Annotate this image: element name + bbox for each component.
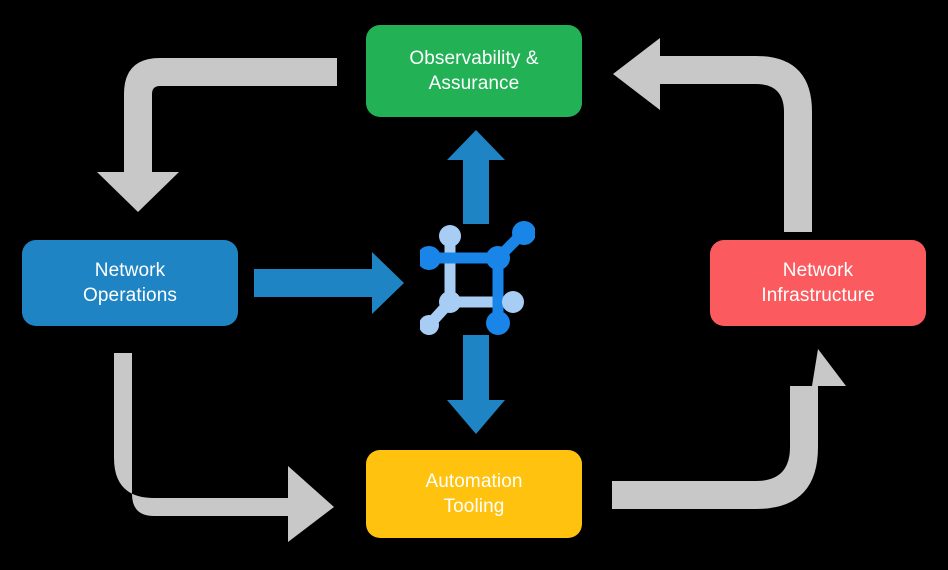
node-box-operations[interactable]: Network Operations	[22, 240, 238, 326]
gray-arrow-infrastructure-to-observability	[613, 38, 812, 232]
node-label-operations: Network Operations	[83, 259, 177, 306]
blue-arrow-center-to-observability	[447, 130, 505, 224]
network-mesh-dark-nodes	[420, 221, 535, 335]
network-mesh-icon	[420, 221, 535, 335]
node-label-automation: Automation Tooling	[425, 470, 523, 517]
gray-arrow-observability-to-operations	[97, 58, 337, 212]
node-box-infrastructure[interactable]: Network Infrastructure	[710, 240, 926, 326]
network-mesh-light-nodes	[420, 225, 524, 335]
gray-arrow-automation-to-infrastructure	[612, 349, 846, 509]
node-label-observability: Observability & Assurance	[409, 47, 539, 94]
blue-arrow-center-to-automation	[447, 335, 505, 434]
node-box-observability[interactable]: Observability & Assurance	[366, 25, 582, 117]
blue-arrow-operations-to-center	[254, 252, 404, 314]
node-label-infrastructure: Network Infrastructure	[761, 259, 875, 306]
node-box-automation[interactable]: Automation Tooling	[366, 450, 582, 538]
gray-arrow-operations-to-automation	[114, 353, 334, 542]
